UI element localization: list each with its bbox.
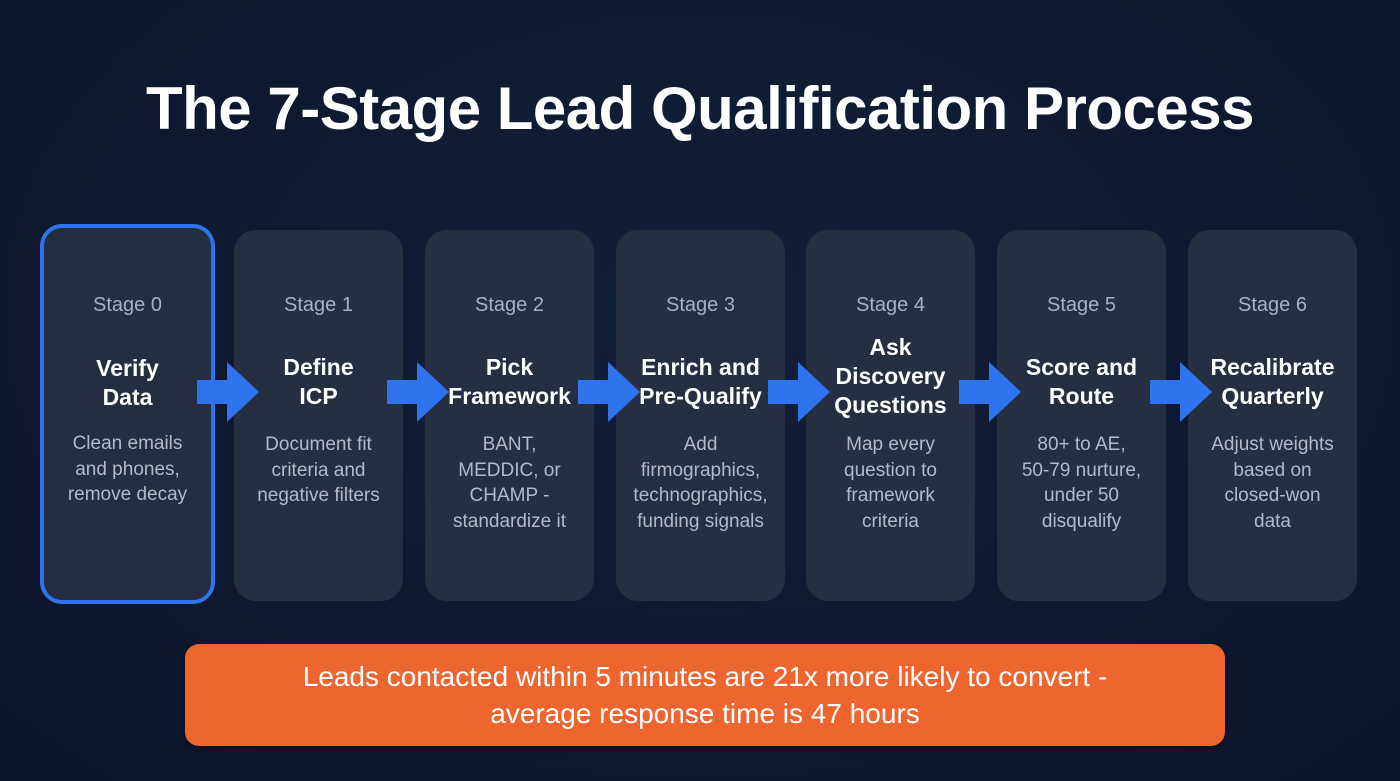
stage-description-line: data: [1254, 510, 1291, 532]
stage-description-line: framework: [846, 485, 935, 506]
stage-label: Stage 0: [93, 294, 162, 316]
stage-title: Pick Framework: [425, 353, 594, 411]
stage-title-line: Enrich and: [641, 354, 760, 380]
stage-title: Verify Data: [44, 354, 211, 412]
stage-description-line: standardize it: [452, 510, 566, 532]
stage-card-3[interactable]: Stage 3 Enrich and Pre-Qualify Add firmo…: [616, 230, 785, 601]
stage-description-line: closed-won: [1224, 485, 1321, 506]
stage-card-2[interactable]: Stage 2 Pick Framework BANT, MEDDIC, or …: [425, 230, 594, 601]
stage-title: Enrich and Pre-Qualify: [616, 353, 785, 411]
stage-title: Ask Discovery Questions: [806, 333, 975, 420]
stage-description-line: Clean emails: [72, 433, 183, 454]
stage-description: BANT, MEDDIC, or CHAMP - standardize it: [425, 432, 594, 534]
stage-title-line: Quarterly: [1221, 383, 1324, 409]
arrow-right-icon: [578, 362, 640, 422]
stage-title-line: Score and: [1025, 354, 1138, 380]
arrow-right-icon: [768, 362, 830, 422]
stage-title-line: Ask: [869, 334, 912, 360]
stage-description-line: funding signals: [637, 510, 764, 532]
stage-description-line: criteria: [861, 510, 919, 532]
stage-title-line: ICP: [299, 383, 338, 409]
stage-description-line: Document fit: [265, 434, 372, 455]
stage-description-line: remove decay: [67, 484, 188, 505]
arrow-right-icon: [197, 362, 259, 422]
stage-description-line: technographics,: [633, 485, 768, 506]
stage-title-line: Verify: [96, 355, 159, 381]
stage-card-6[interactable]: Stage 6 Recalibrate Quarterly Adjust wei…: [1188, 230, 1357, 601]
stage-title: Score and Route: [997, 353, 1166, 411]
stage-card-1[interactable]: Stage 1 Define ICP Document fit criteria…: [234, 230, 403, 601]
stage-description-line: and phones,: [75, 458, 180, 480]
stage-label: Stage 5: [1047, 294, 1116, 316]
stage-description-line: disqualify: [1041, 510, 1122, 532]
stage-description-line: CHAMP -: [469, 485, 550, 506]
stage-title-line: Route: [1048, 383, 1115, 409]
stage-label: Stage 4: [856, 294, 925, 316]
stage-description-line: MEDDIC, or: [458, 459, 561, 481]
banner-line-2: average response time is 47 hours: [490, 698, 920, 729]
stage-description-line: Add: [683, 434, 718, 455]
stage-description-line: 50-79 nurture,: [1021, 459, 1142, 481]
stage-title-line: Pick: [485, 354, 534, 380]
stage-description: Map every question to framework criteria: [806, 432, 975, 534]
stage-title-line: Framework: [448, 383, 571, 409]
stage-description: 80+ to AE, 50-79 nurture, under 50 disqu…: [997, 432, 1166, 534]
stage-description-line: negative filters: [257, 485, 380, 506]
stage-title: Define ICP: [234, 353, 403, 411]
stage-label: Stage 3: [666, 294, 735, 316]
stat-callout-banner: Leads contacted within 5 minutes are 21x…: [185, 644, 1225, 746]
stage-description-line: BANT,: [482, 434, 537, 455]
stage-title-line: Define: [283, 354, 354, 380]
arrow-right-icon: [387, 362, 449, 422]
stage-description: Add firmographics, technographics, fundi…: [616, 432, 785, 534]
stage-label: Stage 6: [1238, 294, 1307, 316]
stage-label: Stage 1: [284, 294, 353, 316]
page-title: The 7-Stage Lead Qualification Process: [146, 75, 1255, 142]
stage-description-line: criteria and: [271, 459, 366, 481]
arrow-right-icon: [959, 362, 1021, 422]
stage-description-line: firmographics,: [640, 459, 761, 481]
arrow-right-icon: [1150, 362, 1212, 422]
stage-description-line: under 50: [1043, 485, 1119, 506]
stage-title-line: Data: [102, 384, 153, 410]
stage-description: Clean emails and phones, remove decay: [44, 431, 211, 508]
stage-title: Recalibrate Quarterly: [1188, 353, 1357, 411]
stage-card-4[interactable]: Stage 4 Ask Discovery Questions Map ever…: [806, 230, 975, 601]
stage-card-0[interactable]: Stage 0 Verify Data Clean emails and pho…: [40, 224, 215, 604]
stage-description-line: 80+ to AE,: [1037, 434, 1126, 455]
stage-description-line: based on: [1233, 459, 1312, 481]
stage-card-5[interactable]: Stage 5 Score and Route 80+ to AE, 50-79…: [997, 230, 1166, 601]
stage-title-line: Recalibrate: [1210, 354, 1335, 380]
stage-description: Document fit criteria and negative filte…: [234, 432, 403, 509]
stage-description-line: Adjust weights: [1211, 434, 1334, 455]
stage-label: Stage 2: [475, 294, 544, 316]
stage-title-line: Questions: [834, 392, 947, 418]
stage-title-line: Discovery: [835, 363, 946, 389]
stage-description: Adjust weights based on closed-won data: [1188, 432, 1357, 534]
stage-description-line: Map every: [846, 434, 935, 455]
banner-line-1: Leads contacted within 5 minutes are 21x…: [302, 661, 1108, 692]
stage-title-line: Pre-Qualify: [639, 383, 762, 409]
stage-description-line: question to: [844, 459, 937, 481]
